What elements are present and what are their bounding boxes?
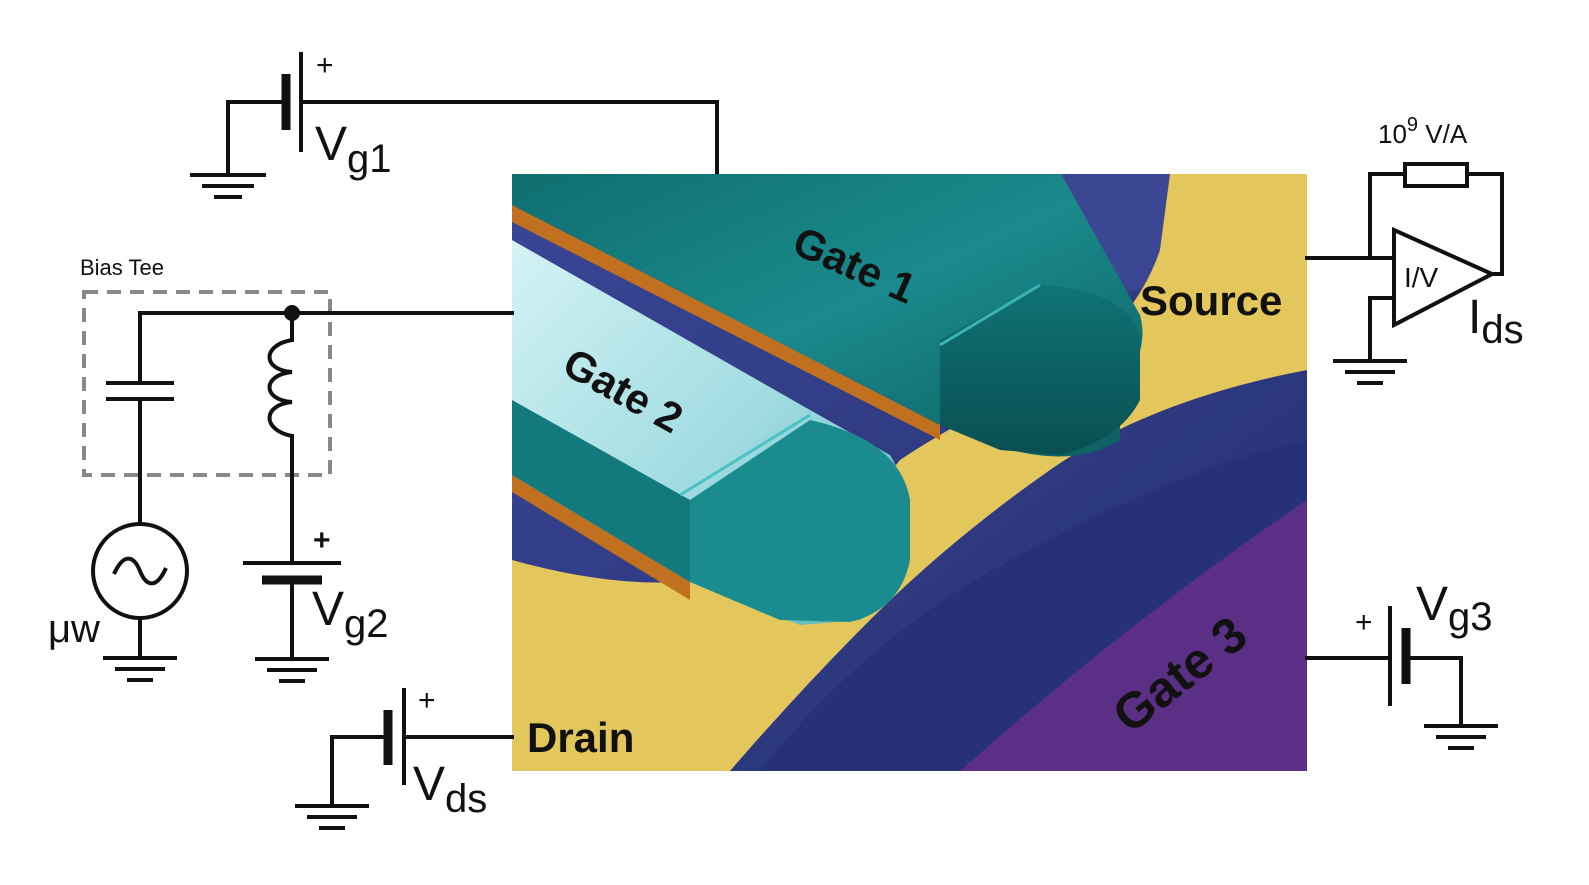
drain-label: Drain xyxy=(527,714,634,761)
iv-amplifier: I/V 109 V/A Ids xyxy=(1305,114,1524,385)
gate2-finger xyxy=(512,240,910,625)
bias-tee-label: Bias Tee xyxy=(80,255,164,280)
source-label: Source xyxy=(1140,277,1282,324)
vg1-label: Vg1 xyxy=(315,118,392,181)
amplifier-triangle-icon xyxy=(1392,226,1497,329)
ids-label: Ids xyxy=(1468,291,1524,352)
metal-region xyxy=(512,174,1307,771)
microwave-label: μw xyxy=(48,607,100,651)
gate1-finger xyxy=(512,174,1143,457)
inductor-icon xyxy=(267,338,293,438)
vg2-label: Vg2 xyxy=(312,583,389,646)
gate3-region xyxy=(960,500,1307,771)
bias-tee-box xyxy=(82,290,332,477)
vg2-plus: + xyxy=(313,524,331,557)
vds-battery: + Vds xyxy=(295,684,514,830)
feedback-resistor-icon xyxy=(1403,162,1469,188)
amp-label: I/V xyxy=(1404,262,1439,293)
vds-label: Vds xyxy=(413,758,487,821)
vg1-plus: + xyxy=(316,49,334,82)
bias-tee: Bias Tee + Vg2 μw xyxy=(48,255,514,683)
gain-label: 109 V/A xyxy=(1378,114,1468,149)
vg3-battery: + Vg3 xyxy=(1305,578,1498,750)
device-rendering: Gate 1 Gate 2 Gate 3 Source Drain xyxy=(512,174,1307,771)
vg3-label: Vg3 xyxy=(1416,578,1493,639)
vds-plus: + xyxy=(418,684,436,717)
vg1-battery: + Vg1 xyxy=(190,49,719,199)
vg3-plus: + xyxy=(1355,606,1373,639)
